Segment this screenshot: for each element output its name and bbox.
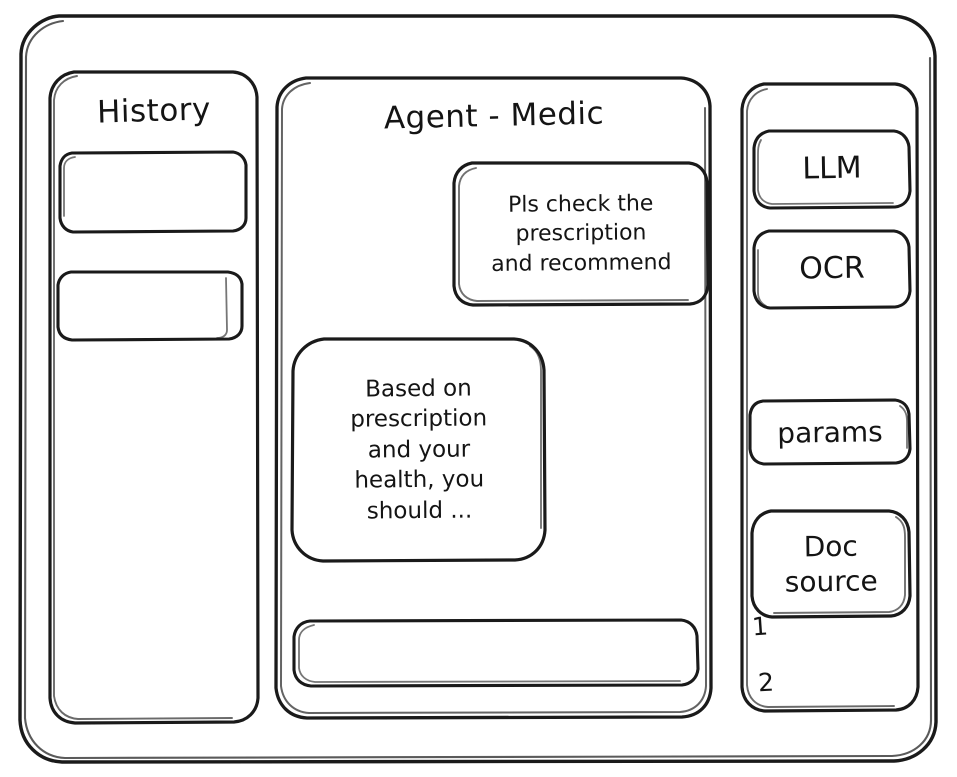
- assistant-message-text: Based on prescription and your health, y…: [350, 375, 488, 525]
- tool-button-params-label: params: [777, 414, 883, 450]
- tool-button-ocr-label: OCR: [799, 250, 865, 287]
- history-item[interactable]: [56, 270, 244, 342]
- history-item[interactable]: [58, 150, 248, 234]
- tool-button-doc-source-label: Doc source: [784, 529, 878, 599]
- user-message-text: Pls check the prescription and recommend: [491, 191, 672, 277]
- history-panel-title: History: [96, 91, 212, 131]
- doc-source-ref-1[interactable]: 1: [751, 611, 769, 642]
- doc-source-ref-2[interactable]: 2: [757, 667, 775, 698]
- message-input-field[interactable]: [306, 630, 690, 678]
- tool-button-llm-label: LLM: [802, 150, 862, 187]
- message-input[interactable]: [292, 618, 700, 688]
